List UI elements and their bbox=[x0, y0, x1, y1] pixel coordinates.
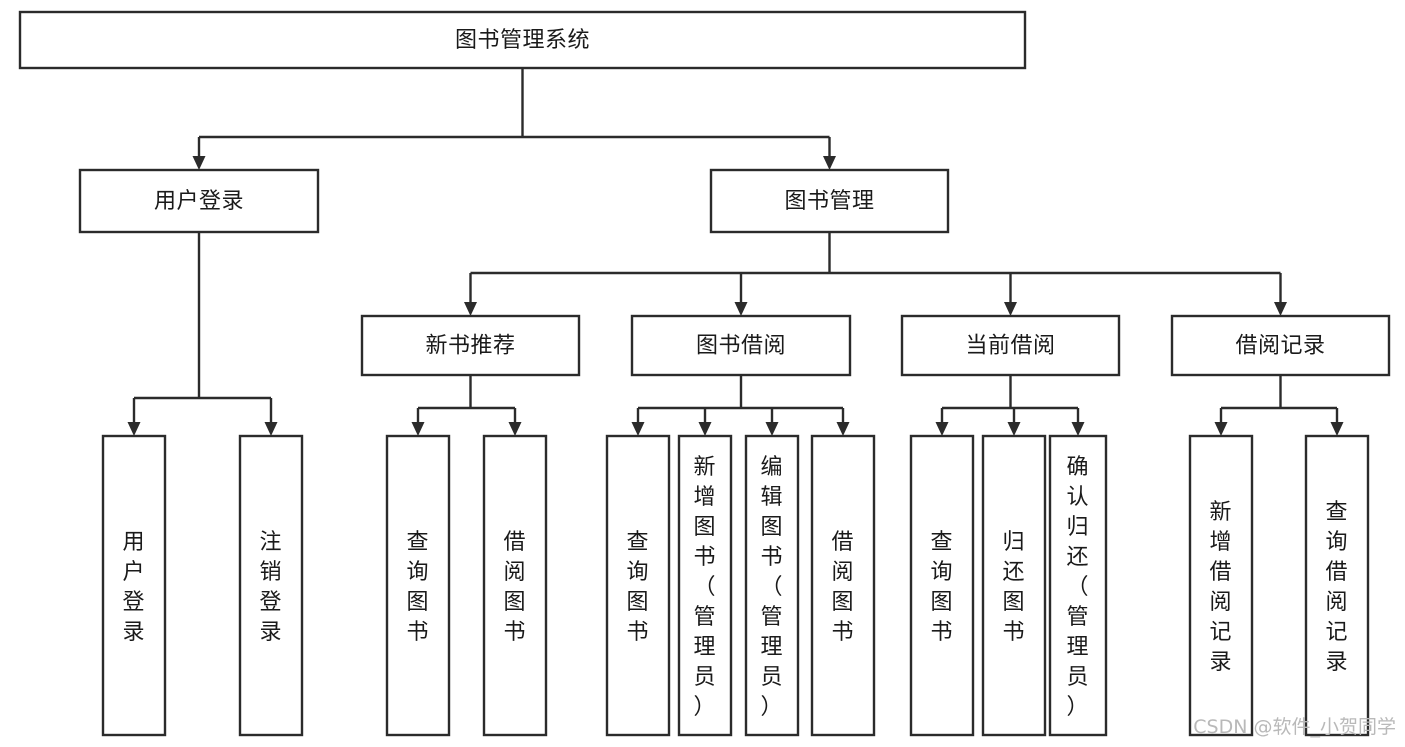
connector-group-new-book-rec bbox=[411, 375, 522, 436]
node-leaf-query-book-2[interactable]: 查询图书 bbox=[605, 434, 671, 737]
connector-layer bbox=[127, 68, 1344, 436]
node-borrow-record[interactable]: 借阅记录 bbox=[1170, 314, 1391, 377]
node-label: 借阅图书 bbox=[831, 530, 854, 645]
arrow-head-icon bbox=[935, 422, 949, 436]
arrow-head-icon bbox=[698, 422, 712, 436]
node-label: 新增借阅记录 bbox=[1209, 500, 1232, 675]
connector-group-borrow-record bbox=[1214, 375, 1344, 436]
node-leaf-edit-book[interactable]: 编辑图书（管理员） bbox=[744, 434, 800, 737]
arrow-head-icon bbox=[631, 422, 645, 436]
node-label: 查询图书 bbox=[930, 530, 953, 645]
arrow-head-icon bbox=[1004, 302, 1017, 316]
node-leaf-add-record[interactable]: 新增借阅记录 bbox=[1188, 434, 1254, 737]
arrow-head-icon bbox=[127, 422, 141, 436]
node-layer: 图书管理系统用户登录图书管理新书推荐图书借阅当前借阅借阅记录用户登录注销登录查询… bbox=[18, 10, 1391, 737]
node-leaf-borrow-book-1[interactable]: 借阅图书 bbox=[482, 434, 548, 737]
node-current-borrow[interactable]: 当前借阅 bbox=[900, 314, 1121, 377]
arrow-head-icon bbox=[264, 422, 278, 436]
node-leaf-logout[interactable]: 注销登录 bbox=[238, 434, 304, 737]
node-leaf-borrow-book-2[interactable]: 借阅图书 bbox=[810, 434, 876, 737]
node-label: 确认归还（管理员） bbox=[1066, 455, 1089, 720]
node-label: 注销登录 bbox=[259, 530, 282, 645]
node-label: 查询借阅记录 bbox=[1325, 500, 1348, 675]
node-leaf-query-record[interactable]: 查询借阅记录 bbox=[1304, 434, 1370, 737]
connector-group-current-borrow bbox=[935, 375, 1085, 436]
arrow-head-icon bbox=[765, 422, 779, 436]
node-label: 查询图书 bbox=[626, 530, 649, 645]
node-leaf-confirm-return[interactable]: 确认归还（管理员） bbox=[1048, 434, 1108, 737]
arrow-head-icon bbox=[192, 156, 206, 170]
node-label: 借阅记录 bbox=[1235, 334, 1325, 359]
node-label: 归还图书 bbox=[1002, 530, 1025, 645]
connector-group-root bbox=[192, 68, 836, 170]
arrow-head-icon bbox=[836, 422, 850, 436]
node-leaf-return-book[interactable]: 归还图书 bbox=[981, 434, 1047, 737]
node-label: 借阅图书 bbox=[503, 530, 526, 645]
node-book-manage[interactable]: 图书管理 bbox=[709, 168, 950, 234]
node-label: 图书借阅 bbox=[696, 334, 786, 359]
arrow-head-icon bbox=[734, 302, 748, 316]
arrow-head-icon bbox=[464, 302, 477, 316]
arrow-head-icon bbox=[1071, 422, 1085, 436]
node-label: 查询图书 bbox=[406, 530, 429, 645]
node-leaf-query-book-3[interactable]: 查询图书 bbox=[909, 434, 975, 737]
connector-group-book-borrow bbox=[631, 375, 850, 436]
node-label: 新书推荐 bbox=[425, 334, 515, 359]
node-label: 编辑图书（管理员） bbox=[760, 455, 783, 720]
arrow-head-icon bbox=[1274, 302, 1287, 316]
node-new-book-rec[interactable]: 新书推荐 bbox=[360, 314, 581, 377]
arrow-head-icon bbox=[508, 422, 522, 436]
node-label: 图书管理系统 bbox=[455, 28, 590, 53]
node-leaf-add-book[interactable]: 新增图书（管理员） bbox=[677, 434, 733, 737]
node-label: 图书管理 bbox=[784, 189, 874, 214]
node-label: 当前借阅 bbox=[965, 334, 1055, 359]
connector-group-book-manage bbox=[464, 232, 1287, 316]
connector-group-user-login bbox=[127, 232, 278, 436]
node-root[interactable]: 图书管理系统 bbox=[18, 10, 1027, 70]
node-user-login[interactable]: 用户登录 bbox=[78, 168, 320, 234]
arrow-head-icon bbox=[411, 422, 425, 436]
csdn-watermark: CSDN @软件_小贺同学 bbox=[1193, 716, 1396, 738]
node-book-borrow[interactable]: 图书借阅 bbox=[630, 314, 852, 377]
arrow-head-icon bbox=[1214, 422, 1228, 436]
node-leaf-user-login[interactable]: 用户登录 bbox=[101, 434, 167, 737]
node-leaf-query-book-1[interactable]: 查询图书 bbox=[385, 434, 451, 737]
node-label: 用户登录 bbox=[122, 530, 145, 645]
arrow-head-icon bbox=[823, 156, 836, 170]
arrow-head-icon bbox=[1330, 422, 1344, 436]
arrow-head-icon bbox=[1007, 422, 1021, 436]
node-label: 新增图书（管理员） bbox=[693, 455, 716, 720]
node-label: 用户登录 bbox=[154, 189, 244, 214]
